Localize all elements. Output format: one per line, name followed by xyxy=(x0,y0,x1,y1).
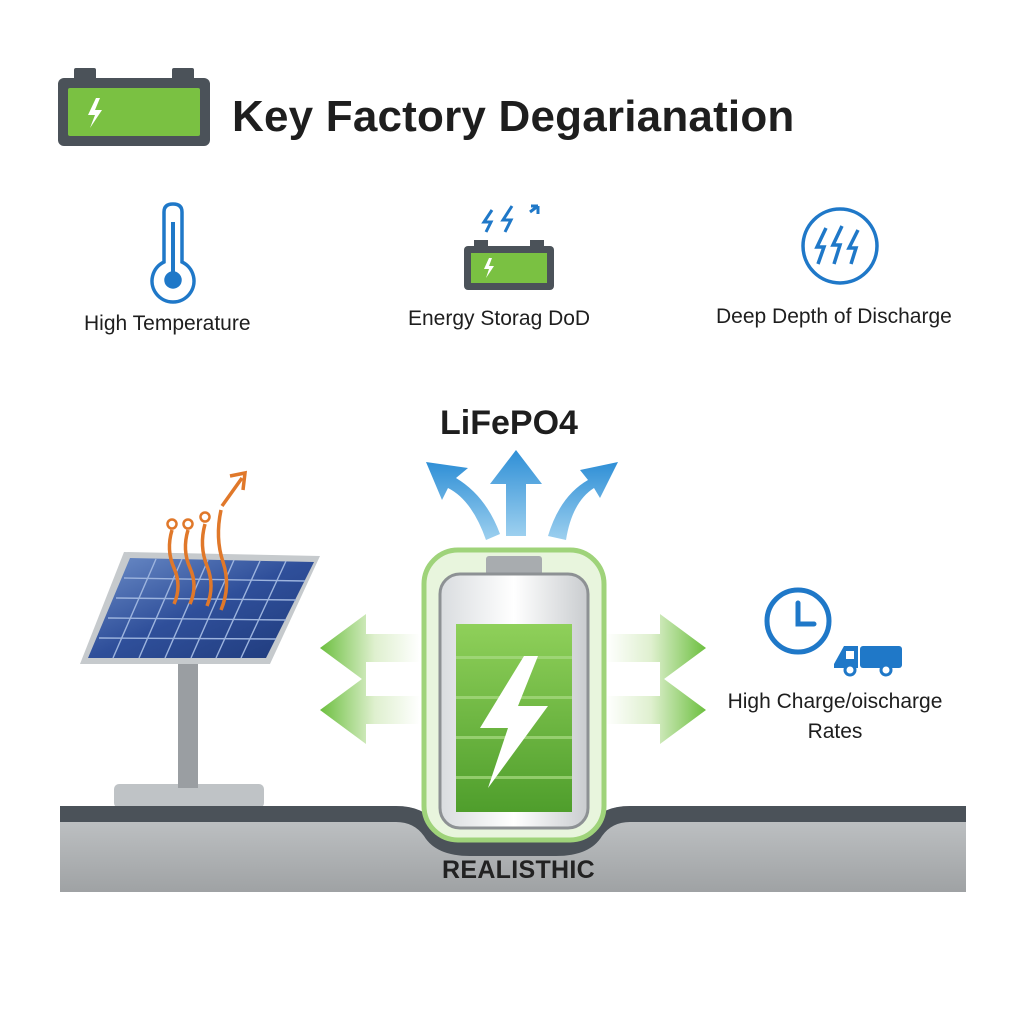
chemistry-label: LiFePO4 xyxy=(440,404,578,442)
page-title: Key Factory Degarianation xyxy=(232,92,795,141)
lightning-circle-icon xyxy=(801,207,879,285)
heat-dissipation-arrows xyxy=(320,614,706,744)
upward-arrows xyxy=(426,450,618,540)
ground-label: REALISTHIC xyxy=(442,856,595,884)
battery-lightning-icon xyxy=(464,204,554,290)
factor-label-dod: Energy Storag DoD xyxy=(408,307,591,330)
clock-icon xyxy=(764,587,832,655)
solar-panel-illustration xyxy=(80,470,320,808)
factor-label-temperature: High Temperature xyxy=(84,312,251,335)
title-battery-icon xyxy=(58,68,210,146)
lifepo4-battery xyxy=(421,547,607,843)
factor-label-depth: Deep Depth of Discharge xyxy=(716,305,952,328)
rate-factor-line2: Rates xyxy=(807,720,863,743)
truck-icon xyxy=(834,646,902,677)
lightning-bolt-icon xyxy=(480,656,548,788)
ground-platform xyxy=(60,806,966,892)
rate-factor-label: High Charge/oischarge Rates xyxy=(700,687,970,747)
thermometer-icon xyxy=(150,202,196,304)
rate-factor-line1: High Charge/oischarge xyxy=(727,690,943,713)
